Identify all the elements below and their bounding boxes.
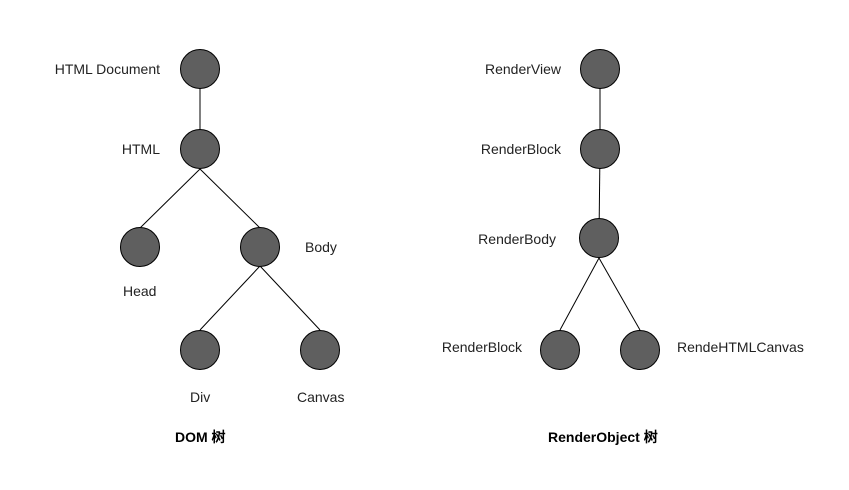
node-head [120,227,160,267]
render-tree-title: RenderObject 树 [548,429,658,445]
node-div [180,330,220,370]
edge-body-canvas [259,265,321,331]
edge-html-head [139,168,201,229]
label-render-block-1: RenderBlock [480,141,561,157]
label-canvas: Canvas [297,389,345,405]
label-html: HTML [121,141,160,157]
edge-body-block2 [559,257,600,331]
node-render-view [580,49,620,89]
node-body [240,227,280,267]
edge-body-canvas2 [598,257,641,331]
edge-html-body [199,168,261,229]
edge-body-div [199,265,261,331]
node-render-body [579,218,619,258]
node-html [180,129,220,169]
label-html-document: HTML Document [54,61,160,77]
node-render-block-1 [580,129,620,169]
node-render-canvas [620,330,660,370]
label-render-view: RenderView [484,61,561,77]
node-canvas [300,330,340,370]
dom-tree-title: DOM 树 [175,429,226,445]
label-head: Head [123,283,157,299]
node-html-document [180,49,220,89]
label-body: Body [305,239,337,255]
label-render-canvas: RendeHTMLCanvas [677,339,804,355]
label-render-block-2: RenderBlock [441,339,522,355]
label-render-body: RenderBody [478,231,556,247]
label-div: Div [190,389,211,405]
node-render-block-2 [540,330,580,370]
